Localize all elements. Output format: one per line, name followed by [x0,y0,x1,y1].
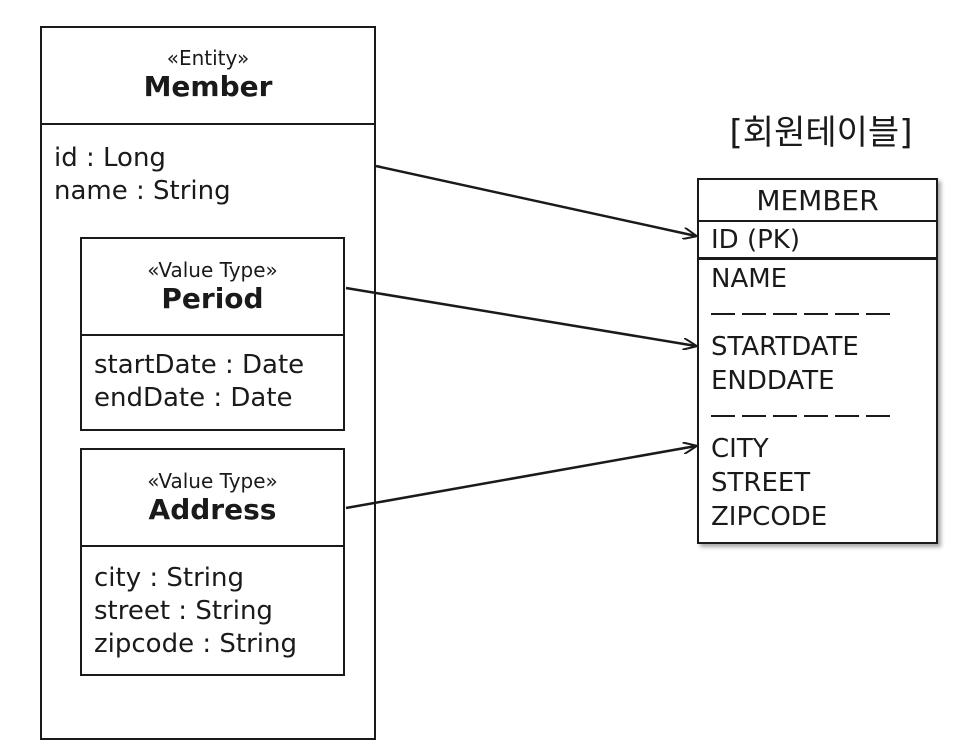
address-name: Address [148,493,277,526]
table-column-name: NAME [711,264,788,294]
member-attr-name: name : String [54,176,231,206]
table-column-street: STREET [711,468,811,498]
table-column-zipcode: ZIPCODE [711,502,828,532]
address-value-type-box: «Value Type» Address city : String stree… [80,448,345,676]
period-name: Period [161,282,264,315]
arrow-member-to-table [375,164,696,236]
address-stereotype: «Value Type» [147,469,278,493]
table-columns: NAME STARTDATE ENDDATE CITY STREET ZIPCO… [711,262,897,534]
arrow-address-to-table [345,446,696,510]
address-attributes: city : String street : String zipcode : … [94,562,297,661]
address-attr-zipcode: zipcode : String [94,629,297,659]
address-attr-city: city : String [94,563,244,593]
period-value-type-box: «Value Type» Period startDate : Date end… [80,237,345,431]
member-entity-header: «Entity» Member [42,28,374,125]
period-stereotype: «Value Type» [147,258,278,282]
table-caption: [회원테이블] [729,113,913,153]
address-attr-street: street : String [94,596,273,626]
table-column-city: CITY [711,434,769,464]
member-attr-id: id : Long [54,143,166,173]
period-attributes: startDate : Date endDate : Date [94,349,304,415]
address-header: «Value Type» Address [82,450,343,547]
table-column-startdate: STARTDATE [711,332,859,362]
table-name: MEMBER [699,180,936,222]
period-attr-enddate: endDate : Date [94,383,293,413]
member-attributes: id : Long name : String [54,142,231,208]
table-column-enddate: ENDDATE [711,366,835,396]
member-table-box: MEMBER ID (PK) NAME STARTDATE ENDDATE CI… [697,178,938,544]
column-separator [711,296,897,330]
table-pk-column: ID (PK) [699,222,936,260]
column-separator [711,398,897,432]
member-stereotype: «Entity» [166,46,250,70]
period-header: «Value Type» Period [82,239,343,336]
arrow-period-to-table [345,286,696,346]
period-attr-startdate: startDate : Date [94,350,305,380]
member-entity-name: Member [143,70,273,103]
